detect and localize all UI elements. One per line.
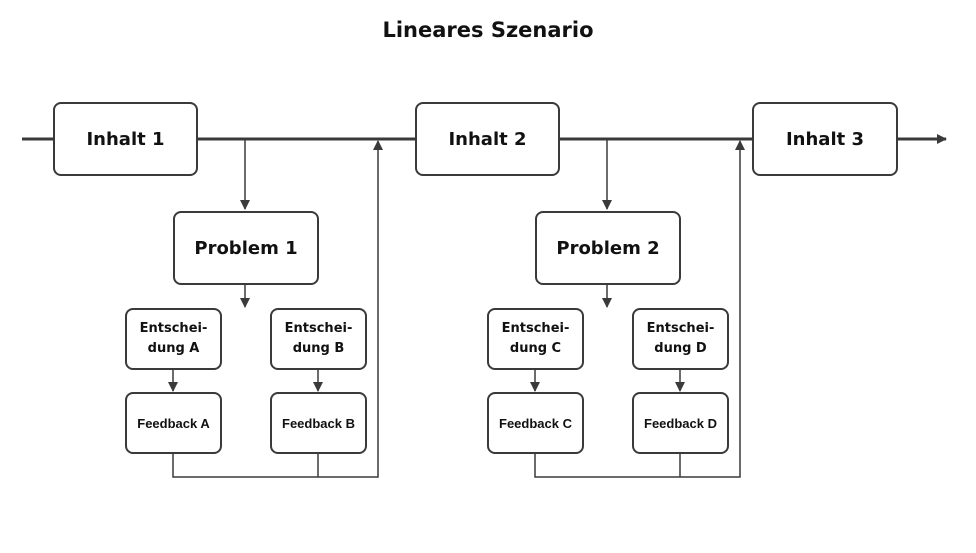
decision-d-line-1: Entschei- <box>646 321 715 336</box>
content-box-2: Inhalt 2 <box>415 102 560 176</box>
problem-box-1: Problem 1 <box>173 211 319 285</box>
return-line-1 <box>172 140 383 478</box>
decision-box-b: Entschei-dung B <box>270 308 367 370</box>
feedback-box-b: Feedback B <box>270 392 367 454</box>
feedback-box-c: Feedback C <box>487 392 584 454</box>
decision-c-line-2: dung C <box>509 341 562 356</box>
feedback-box-d: Feedback D <box>632 392 729 454</box>
feedback-box-a: Feedback A <box>125 392 222 454</box>
return-line-2 <box>534 140 745 478</box>
decision-box-c: Entschei-dung C <box>487 308 584 370</box>
decision-a-line-2: dung A <box>147 341 200 356</box>
decision-box-d: Entschei-dung D <box>632 308 729 370</box>
decision-box-a: Entschei-dung A <box>125 308 222 370</box>
decision-c-line-1: Entschei- <box>501 321 570 336</box>
content-box-1: Inhalt 1 <box>53 102 198 176</box>
decision-b-line-2: dung B <box>292 341 345 356</box>
decision-b-line-1: Entschei- <box>284 321 353 336</box>
diagram-title: Lineares Szenario <box>382 18 594 42</box>
decision-a-line-1: Entschei- <box>139 321 208 336</box>
content-box-3: Inhalt 3 <box>752 102 898 176</box>
decision-d-line-2: dung D <box>654 341 707 356</box>
problem-box-2: Problem 2 <box>535 211 681 285</box>
